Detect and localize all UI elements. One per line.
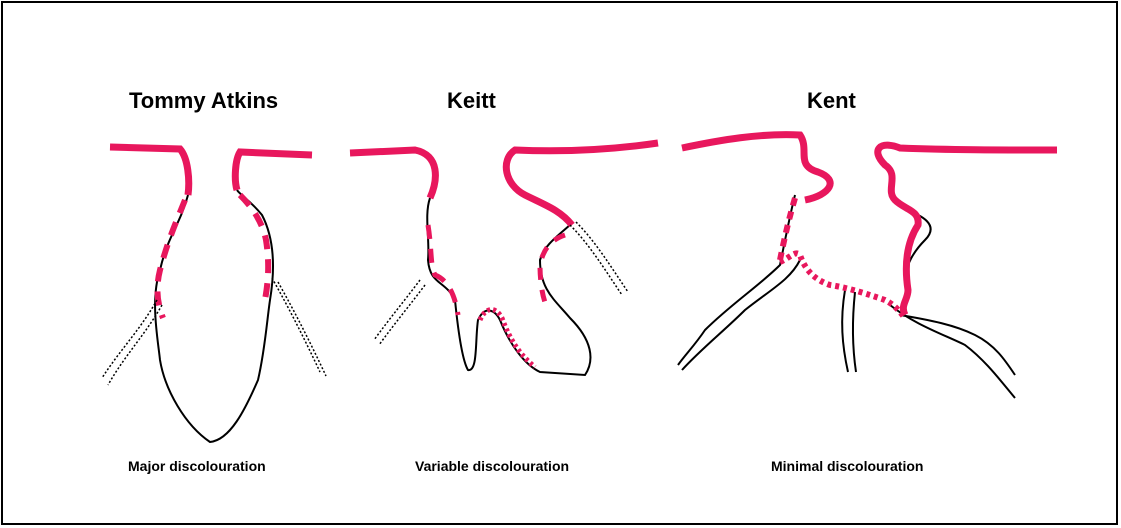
kent-discolour-top-right xyxy=(878,145,1057,315)
keitt-discolour-fork xyxy=(480,310,535,367)
keitt-branch-right-a xyxy=(570,225,622,295)
caption-minimal-discolouration: Minimal discolouration xyxy=(771,458,923,474)
tommy-atkins-branch-right-a xyxy=(272,278,320,372)
keitt-discolour-right-wall xyxy=(540,235,565,305)
keitt-branch-right-b xyxy=(576,222,628,292)
caption-major-discolouration: Major discolouration xyxy=(128,458,266,474)
kent-outline-left-inner xyxy=(682,260,800,370)
tommy-atkins-branch-left-a xyxy=(102,300,157,378)
tommy-atkins-branch-left-b xyxy=(108,305,162,385)
keitt-outline xyxy=(427,198,590,375)
keitt-discolour-top-right xyxy=(506,143,658,225)
diagram-keitt xyxy=(350,143,658,375)
kent-discolour-top-left xyxy=(682,135,830,200)
tommy-atkins-discolour-top-right xyxy=(235,152,312,190)
caption-variable-discolouration: Variable discolouration xyxy=(415,458,569,474)
kent-outline-center-a xyxy=(842,290,848,372)
keitt-branch-left-a xyxy=(374,280,420,340)
keitt-discolour-left-wall xyxy=(428,225,458,315)
tommy-atkins-discolour-right-wall xyxy=(240,195,268,305)
diagram-kent xyxy=(678,135,1057,398)
kent-outline-center-b xyxy=(853,292,856,372)
diagram-tommy-atkins xyxy=(102,147,326,442)
tommy-atkins-discolour-top-left xyxy=(110,147,189,195)
keitt-branch-left-b xyxy=(379,285,425,345)
kent-outline-right-outer xyxy=(900,315,1015,375)
keitt-discolour-top-left xyxy=(350,150,435,198)
kent-outline-left-outer xyxy=(678,195,795,365)
tommy-atkins-branch-right-b xyxy=(278,282,326,376)
